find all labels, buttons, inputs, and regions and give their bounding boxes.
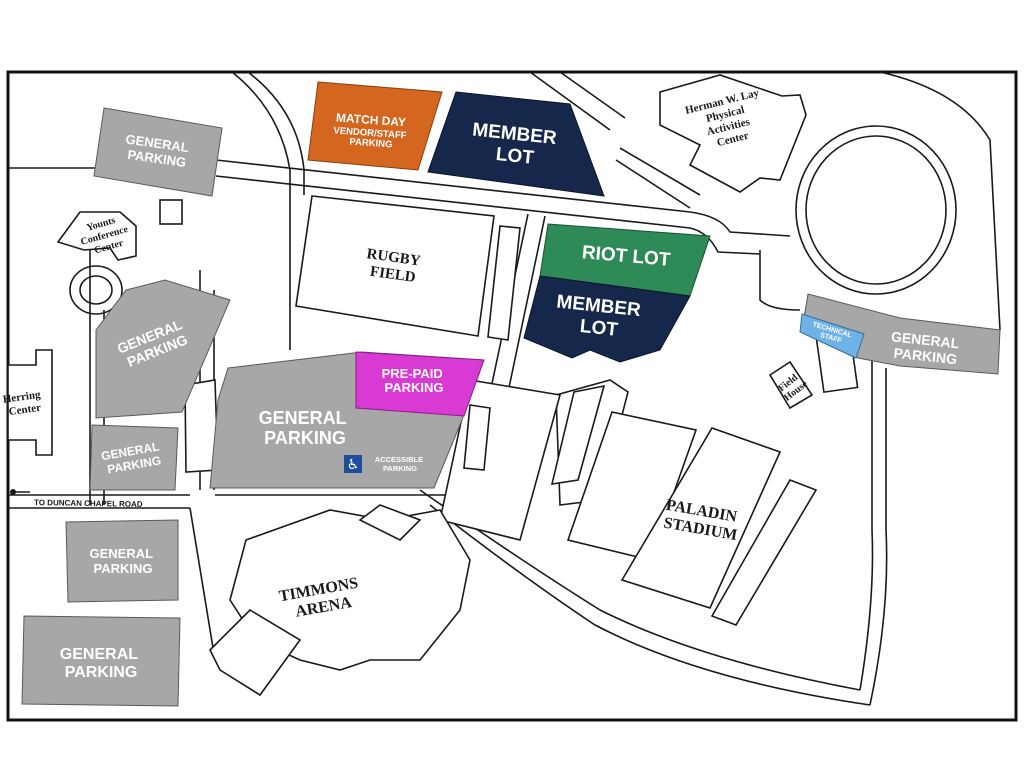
riot-lot[interactable]: RIOT LOT bbox=[539, 223, 711, 297]
lot-label-line: PARKING bbox=[349, 136, 393, 150]
svg-text:MATCH DAY VENDOR/STAFF: MATCH DAY VENDOR/STAFF PARKING bbox=[332, 110, 411, 151]
general-parking-lot-1[interactable]: GENERAL PARKING bbox=[93, 107, 223, 197]
herman-lay-center[interactable] bbox=[659, 74, 807, 193]
match-day-vendor-staff-lot[interactable]: MATCH DAY VENDOR/STAFF PARKING bbox=[307, 81, 443, 171]
duncan-chapel-road-label: TO DUNCAN CHAPEL ROAD bbox=[10, 489, 143, 509]
general-parking-lot-6[interactable]: GENERAL PARKING bbox=[21, 615, 181, 707]
lot-label-line: GENERAL bbox=[890, 328, 960, 351]
lot-label-line: PRE-PAID bbox=[382, 366, 443, 381]
lot-label-line: GENERAL bbox=[259, 408, 347, 428]
wheelchair-icon bbox=[344, 455, 362, 473]
herring-label: Center bbox=[8, 402, 42, 418]
lot-label-line: PARKING bbox=[385, 380, 444, 395]
lot-label-line: GENERAL bbox=[60, 646, 138, 663]
herring-center[interactable] bbox=[7, 349, 53, 456]
lot-label-line: PARKING bbox=[383, 464, 417, 473]
herring-label: Herring bbox=[2, 389, 42, 406]
younts-conference-center[interactable] bbox=[56, 211, 137, 261]
svg-text:RUGBY FIELD: RUGBY FIELD bbox=[363, 246, 424, 287]
rugby-field-label: FIELD bbox=[369, 264, 417, 286]
svg-text:ACCESSIBLE PARKING: ACCESSIBLE PARKING bbox=[375, 455, 425, 473]
lot-label-line: PARKING bbox=[65, 664, 138, 681]
svg-text:GENERAL PARKING: GENERAL PARKING bbox=[60, 646, 142, 681]
rugby-field-label: RUGBY bbox=[366, 246, 422, 269]
svg-text:PRE-PAID PARKING: PRE-PAID PARKING bbox=[382, 366, 447, 395]
building-outlines bbox=[7, 74, 957, 697]
lot-label-line: LOT bbox=[579, 316, 619, 341]
pre-paid-parking-lot[interactable]: PRE-PAID PARKING bbox=[355, 351, 485, 417]
svg-text:GENERAL PARKING: GENERAL PARKING bbox=[90, 546, 157, 576]
svg-text:Younts Conference: Younts Conference Center bbox=[76, 212, 135, 260]
svg-text:Herring Center: Herring Center bbox=[2, 388, 46, 418]
general-parking-lot-2[interactable]: GENERAL PARKING bbox=[95, 279, 231, 419]
member-lot-south[interactable]: MEMBER LOT bbox=[523, 275, 691, 363]
lot-label-line: PARKING bbox=[893, 345, 958, 368]
parking-lots: GENERAL PARKING GENERAL PARKING GENERAL … bbox=[21, 81, 1001, 707]
lot-label-line: MATCH DAY bbox=[336, 110, 407, 129]
track bbox=[795, 125, 957, 295]
field-house[interactable] bbox=[768, 360, 814, 410]
svg-text:GENERAL PARKING: GENERAL PARKING bbox=[259, 408, 352, 448]
arrow-icon bbox=[10, 489, 16, 495]
lot-label-line: PARKING bbox=[264, 428, 346, 448]
lot-label-line: VENDOR/STAFF bbox=[333, 125, 407, 141]
member-lot-north[interactable]: MEMBER LOT bbox=[427, 91, 605, 197]
general-parking-lot-3[interactable]: GENERAL PARKING bbox=[89, 424, 179, 491]
accessible-parking[interactable]: ♿ ACCESSIBLE PARKING bbox=[344, 455, 425, 473]
svg-text:GENERAL PARKING: GENERAL PARKING bbox=[889, 328, 964, 367]
paladin-stadium[interactable] bbox=[620, 427, 782, 609]
general-parking-lot-5[interactable]: GENERAL PARKING bbox=[65, 519, 179, 603]
svg-text:♿: ♿ bbox=[347, 457, 360, 473]
rugby-field[interactable] bbox=[295, 195, 495, 337]
lot-label-line: LOT bbox=[495, 144, 535, 169]
road-label: TO DUNCAN CHAPEL ROAD bbox=[34, 498, 143, 509]
lot-label-line: ACCESSIBLE bbox=[375, 455, 423, 464]
lot-label-line: GENERAL bbox=[90, 546, 154, 561]
lot-label-line: PARKING bbox=[94, 561, 153, 576]
